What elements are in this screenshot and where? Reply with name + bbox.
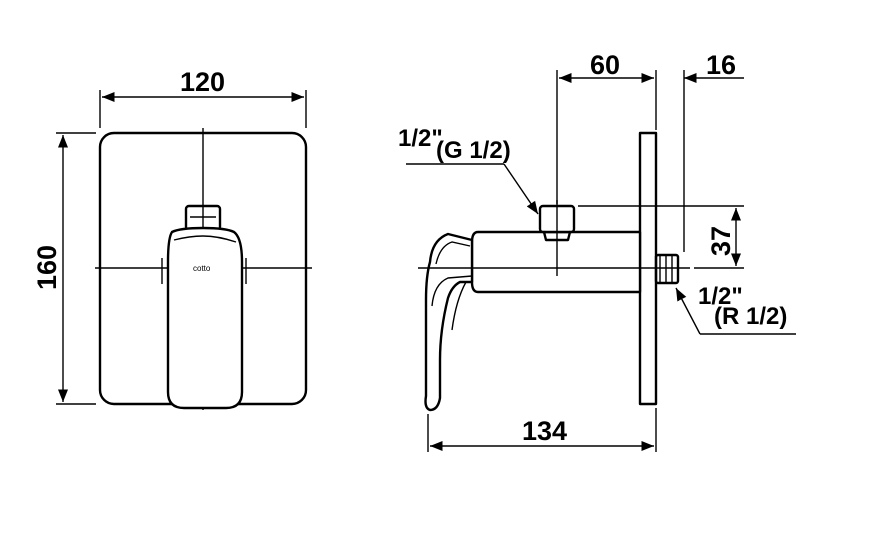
height-dimension-label: 160 [32, 245, 62, 290]
plate-dimension-label: 16 [706, 50, 736, 80]
inlet-thread: (G 1/2) [436, 137, 511, 164]
inlet-fraction: 1/2" [398, 125, 443, 152]
outlet-nipple [654, 253, 680, 285]
inlet-leader [503, 163, 539, 215]
handle-lever [166, 226, 244, 410]
outlet-fraction: 1/2" [698, 283, 743, 310]
outlet-thread: (R 1/2) [714, 303, 787, 330]
lever-profile [424, 232, 474, 412]
depth-dimension-label: 60 [590, 50, 620, 80]
front-view: cotto 120 160 [32, 67, 312, 410]
offset-dimension-label: 37 [706, 226, 736, 256]
length-dimension-label: 134 [522, 416, 567, 446]
side-view: 60 16 37 134 1/2" (G 1/2) 1/2" (R 1/2) [398, 50, 796, 452]
handle-logo: cotto [193, 264, 211, 273]
outlet-leader [675, 287, 701, 335]
width-dimension-label: 120 [180, 67, 225, 97]
